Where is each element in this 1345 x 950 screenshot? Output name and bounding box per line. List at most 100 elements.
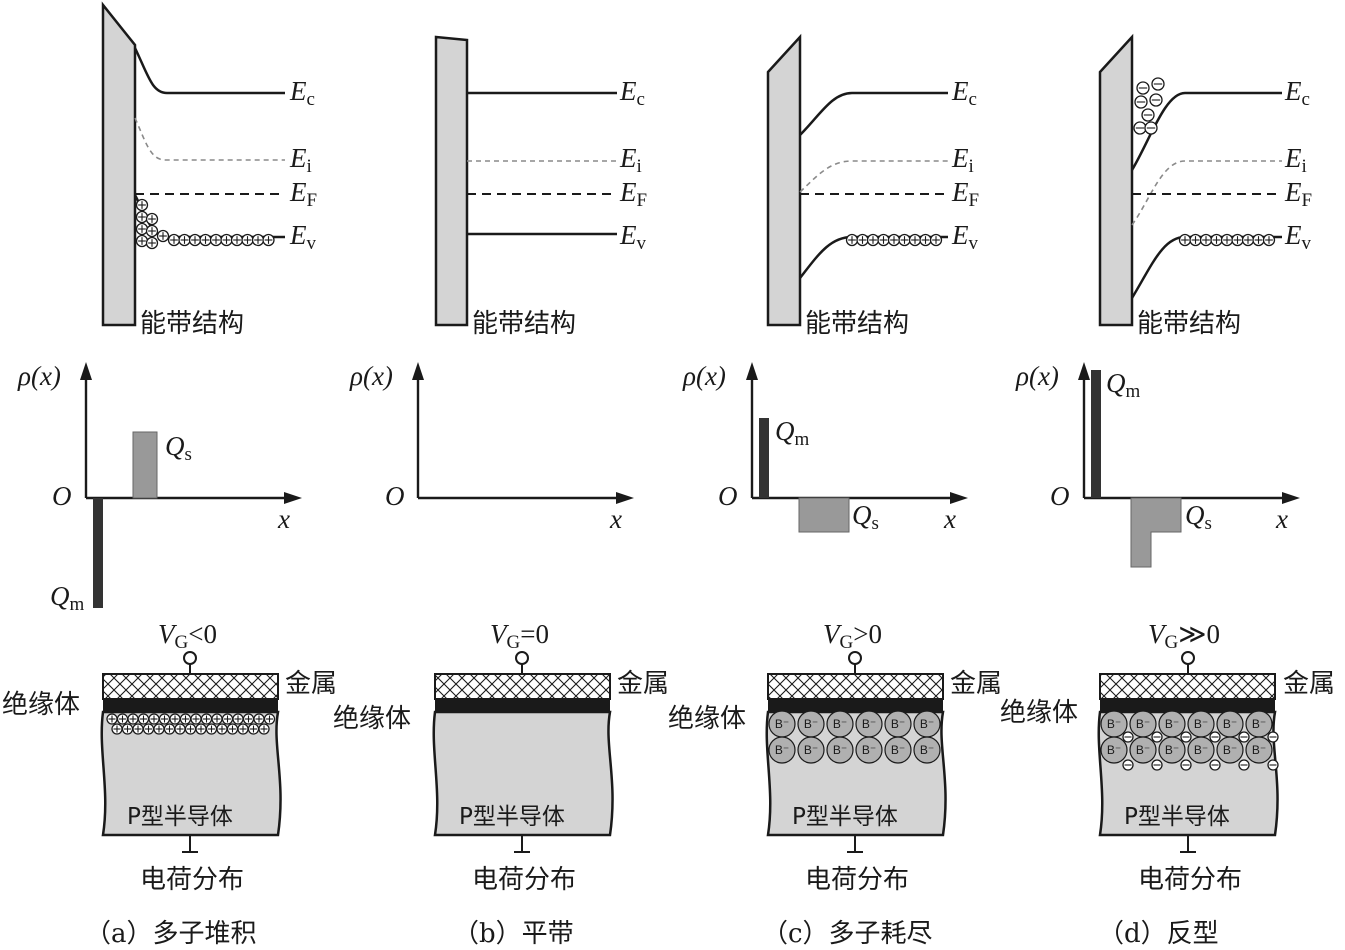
hole — [263, 713, 276, 725]
oxide-bar — [1098, 33, 1134, 327]
intrinsic-level-line — [799, 160, 948, 193]
panel-c: Ec Ei EF Ev 能带结构 ρ(x) O x Qm Qs VG>0 — [668, 33, 1002, 949]
caption-d: （d）反型 — [1098, 919, 1219, 949]
electron — [1151, 77, 1165, 91]
hole — [167, 233, 181, 247]
hole — [153, 723, 165, 735]
acceptor-ion-label: B⁻ — [1223, 743, 1237, 757]
mos-structure-a: VG<0 金属 绝缘体 P型半导体 电荷分布 — [2, 619, 337, 895]
hole — [200, 713, 213, 725]
hole — [188, 233, 202, 247]
hole — [156, 229, 170, 243]
gate-voltage-label: VG>0 — [823, 619, 882, 653]
qs-bar — [1130, 497, 1182, 568]
hole — [211, 713, 223, 725]
acceptor-ion-label: B⁻ — [804, 717, 818, 731]
qs-label: Qs — [1185, 500, 1212, 534]
acceptor-ion: B⁻ — [826, 710, 854, 738]
ei-label: Ei — [1284, 143, 1307, 177]
y-axis-arrow — [80, 362, 92, 380]
band-structure-label: 能带结构 — [1137, 309, 1241, 339]
hole — [178, 233, 191, 247]
hole — [908, 233, 922, 247]
hole — [898, 233, 911, 247]
hole — [132, 723, 144, 735]
insulator-layer — [768, 699, 943, 712]
insulator-label: 绝缘体 — [2, 690, 80, 720]
qm-bar — [1091, 370, 1101, 498]
hole — [220, 233, 233, 247]
acceptor-ion: B⁻ — [1100, 736, 1128, 764]
band-structure-b: Ec Ei EF Ev 能带结构 — [434, 35, 647, 339]
origin-label: O — [1050, 481, 1070, 511]
hole — [195, 723, 207, 735]
band-structure-label: 能带结构 — [140, 309, 244, 339]
ef-label: EF — [289, 177, 317, 211]
acceptor-ion-label: B⁻ — [862, 717, 876, 731]
hole — [258, 723, 270, 735]
charge-density-plot-d: ρ(x) O x Qm Qs — [1015, 361, 1300, 568]
acceptor-ion: B⁻ — [1187, 710, 1215, 738]
hole — [121, 723, 134, 735]
hole — [158, 713, 171, 725]
insulator-label: 绝缘体 — [668, 704, 746, 734]
hole-layer — [106, 713, 276, 735]
y-axis-arrow — [746, 362, 758, 380]
acceptor-ion: B⁻ — [913, 736, 941, 764]
hole — [856, 233, 869, 247]
band-structure-d: Ec Ei EF Ev 能带结构 — [1098, 33, 1312, 339]
electron — [1136, 81, 1150, 95]
hole — [148, 713, 160, 725]
oxide-bar — [434, 35, 469, 327]
hole — [142, 723, 155, 735]
acceptor-ion-label: B⁻ — [1165, 743, 1179, 757]
metal-layer — [434, 673, 611, 700]
electron — [1151, 731, 1163, 743]
hole — [1199, 233, 1213, 247]
electron — [1238, 731, 1250, 743]
hole — [135, 222, 149, 236]
acceptor-ion-label: B⁻ — [891, 717, 905, 731]
hole — [116, 713, 129, 725]
qm-label: Qm — [1106, 368, 1141, 402]
oxide-bar — [766, 33, 802, 327]
acceptor-ion: B⁻ — [1158, 736, 1186, 764]
semiconductor-label: P型半导体 — [792, 804, 898, 830]
qm-bar — [93, 498, 103, 608]
acceptor-ion-label: B⁻ — [1107, 717, 1121, 731]
acceptor-ion-label: B⁻ — [775, 743, 789, 757]
hole — [111, 723, 123, 735]
acceptor-ion: B⁻ — [1187, 736, 1215, 764]
acceptor-ion-layer: B⁻B⁻B⁻B⁻B⁻B⁻B⁻B⁻B⁻B⁻B⁻B⁻ — [1100, 710, 1273, 764]
acceptor-ion-label: B⁻ — [1223, 717, 1237, 731]
acceptor-ion: B⁻ — [884, 736, 912, 764]
insulator-label: 绝缘体 — [1000, 698, 1078, 728]
electron — [1180, 759, 1192, 771]
charge-density-plot-b: ρ(x) O x — [349, 361, 634, 534]
qs-label: Qs — [852, 500, 879, 534]
insulator-label: 绝缘体 — [333, 704, 411, 734]
semiconductor-label: P型半导体 — [127, 804, 233, 830]
hole — [145, 224, 159, 238]
ev-label: Ev — [951, 220, 979, 254]
caption-a: （a）多子堆积 — [85, 919, 257, 949]
semiconductor-label: P型半导体 — [459, 804, 565, 830]
acceptor-ion: B⁻ — [826, 736, 854, 764]
acceptor-ion: B⁻ — [855, 710, 883, 738]
hole — [845, 233, 859, 247]
hole — [145, 236, 159, 250]
hole — [205, 723, 218, 735]
y-axis-label: ρ(x) — [1015, 361, 1059, 391]
electron — [1144, 121, 1158, 135]
valence-holes — [845, 233, 943, 247]
mos-structure-c: VG>0 B⁻B⁻B⁻B⁻B⁻B⁻B⁻B⁻B⁻B⁻B⁻B⁻ 金属 绝缘体 P型半… — [668, 619, 1002, 895]
gate-terminal — [1181, 651, 1195, 665]
hole — [137, 713, 150, 725]
hole — [241, 233, 254, 247]
ev-label: Ev — [289, 220, 317, 254]
hole — [145, 212, 159, 226]
acceptor-ion: B⁻ — [1129, 736, 1157, 764]
electron — [1209, 731, 1221, 743]
electron — [1141, 108, 1155, 122]
acceptor-ion-label: B⁻ — [775, 717, 789, 731]
